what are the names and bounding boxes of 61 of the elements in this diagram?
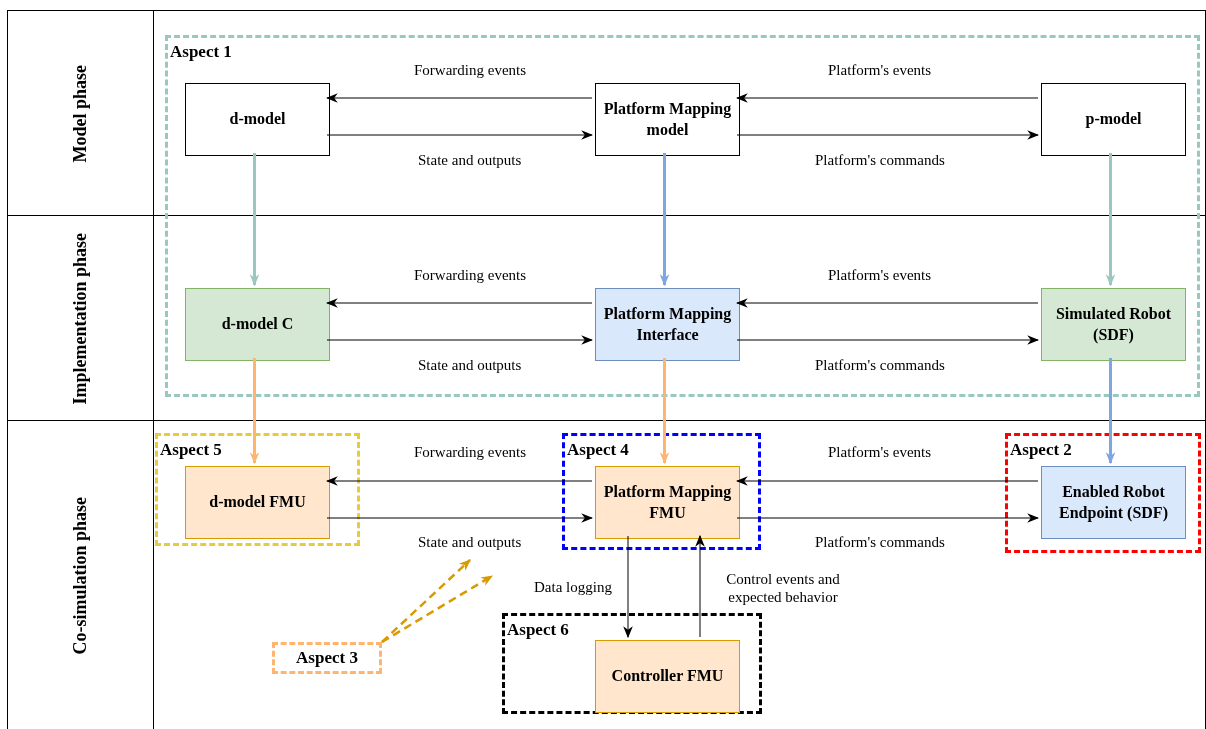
edge-label: Control events and expected behavior [725, 570, 841, 606]
edge-label: Platform's commands [815, 151, 945, 169]
arrow [736, 130, 1040, 140]
arrow [1105, 153, 1116, 287]
process-box: d-model [185, 83, 330, 156]
group-title: Aspect 2 [1010, 440, 1072, 460]
process-box: Platform Mapping model [595, 83, 740, 156]
edge-label: State and outputs [418, 533, 522, 551]
arrow [695, 534, 705, 638]
dashed-group-box [155, 433, 360, 546]
edge-label: State and outputs [418, 356, 522, 374]
edge-label: State and outputs [418, 151, 522, 169]
process-box: d-model FMU [185, 466, 330, 539]
arrow [659, 358, 670, 465]
group-title: Aspect 5 [160, 440, 222, 460]
arrow [735, 476, 1039, 486]
group-title: Aspect 3 [296, 648, 358, 668]
edge-label: Platform's events [828, 443, 932, 461]
process-box: Platform Mapping FMU [595, 466, 740, 539]
process-box: Simulated Robot (SDF) [1041, 288, 1186, 361]
arrow [736, 335, 1040, 345]
arrow [325, 298, 593, 308]
dashed-group-box [562, 433, 761, 550]
arrow [325, 476, 593, 486]
arrow [326, 513, 594, 523]
dashed-group-box [272, 642, 382, 674]
group-title: Aspect 1 [170, 42, 232, 62]
process-box: d-model C [185, 288, 330, 361]
edge-label: Platform's events [828, 61, 932, 79]
dashed-group-box [1005, 433, 1201, 553]
edge-label: Platform's commands [815, 356, 945, 374]
edge-label: Platform's commands [815, 533, 945, 551]
arrow [736, 513, 1040, 523]
group-title: Aspect 4 [567, 440, 629, 460]
arrow [623, 535, 633, 639]
arrow [1105, 358, 1116, 465]
arrow [326, 130, 594, 140]
lane-title: Co-simulation phase [69, 497, 91, 655]
process-box: p-model [1041, 83, 1186, 156]
lane-title: Implementation phase [69, 233, 91, 405]
arrow [249, 153, 260, 287]
edge-label: Data logging [534, 578, 612, 596]
leader-arrow [381, 559, 471, 643]
lane-title: Model phase [69, 65, 91, 163]
edge-label: Forwarding events [414, 266, 527, 284]
arrow [326, 335, 594, 345]
arrow [735, 298, 1039, 308]
arrow [249, 358, 260, 465]
dashed-group-box [165, 35, 1200, 397]
leader-arrow [381, 574, 494, 644]
process-box: Enabled Robot Endpoint (SDF) [1041, 466, 1186, 539]
arrow [659, 153, 670, 287]
edge-label: Forwarding events [414, 61, 527, 79]
edge-label: Forwarding events [414, 443, 527, 461]
arrow [735, 93, 1039, 103]
edge-label: Platform's events [828, 266, 932, 284]
group-title: Aspect 6 [507, 620, 569, 640]
process-box: Platform Mapping Interface [595, 288, 740, 361]
dashed-group-box [502, 613, 762, 714]
process-box: Controller FMU [595, 640, 740, 713]
arrow [325, 93, 593, 103]
